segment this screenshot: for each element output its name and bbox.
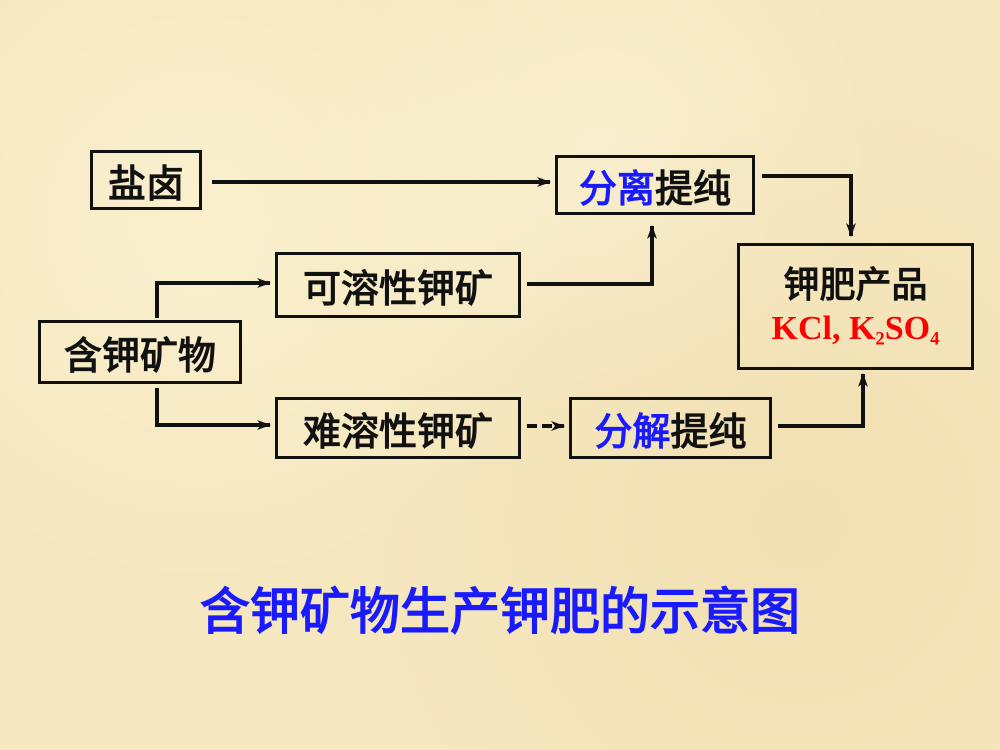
product-formulas: KCl, K2SO4	[772, 308, 940, 351]
insoluble-ore-label: 难溶性钾矿	[302, 408, 493, 454]
soluble-potassium-ore-box: 可溶性钾矿	[275, 252, 521, 318]
diagram-caption: 含钾矿物生产钾肥的示意图	[200, 582, 800, 641]
separation-label: 分离	[578, 165, 655, 211]
soluble-ore-label: 可溶性钾矿	[302, 265, 493, 311]
k2so4-k: K	[848, 309, 876, 347]
purification-label: 提纯	[655, 165, 732, 211]
potassium-mineral-box: 含钾矿物	[38, 320, 242, 384]
decomposition-purification-box: 分解提纯	[569, 397, 772, 459]
mineral-label: 含钾矿物	[63, 332, 216, 378]
arrow-soluble-to-separation	[527, 225, 657, 286]
arrow-separation-to-product	[762, 174, 856, 237]
k2so4-so: SO	[884, 309, 931, 347]
decomposition-purification-label: 提纯	[670, 408, 747, 454]
product-title: 钾肥产品	[783, 263, 928, 306]
k2so4-sub4: 4	[930, 328, 940, 350]
potash-product-box: 钾肥产品 KCl, K2SO4	[737, 243, 974, 370]
kcl-formula: KCl,	[771, 309, 841, 347]
k2so4-formula: K2SO4	[848, 309, 940, 350]
brine-label: 盐卤	[107, 160, 184, 206]
insoluble-potassium-ore-box: 难溶性钾矿	[275, 397, 521, 459]
separation-purification-box: 分离提纯	[555, 155, 755, 215]
arrow-mineral-to-insoluble	[155, 388, 271, 430]
k2so4-sub2: 2	[875, 328, 885, 350]
arrow-decomposition-to-product	[778, 373, 868, 428]
decomposition-label: 分解	[594, 408, 671, 454]
arrow-mineral-to-soluble	[155, 278, 271, 318]
brine-box: 盐卤	[90, 150, 202, 210]
